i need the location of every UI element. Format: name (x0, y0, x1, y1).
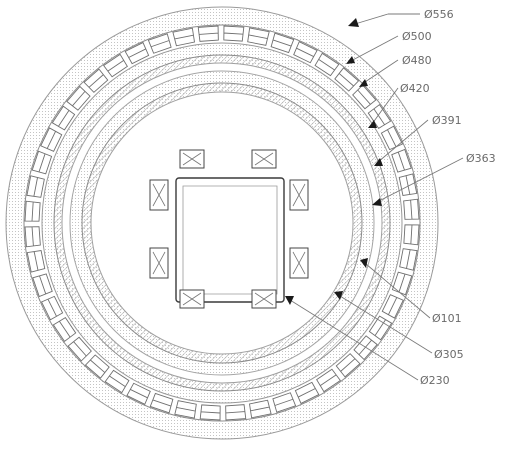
coil-segment (403, 224, 420, 246)
coil-segment (249, 399, 272, 419)
leader-lines (289, 13, 464, 381)
dim-label-480: Ø480 (402, 54, 432, 67)
coil-segment (149, 392, 174, 414)
coil-segment (104, 369, 130, 394)
coil-segment (314, 52, 340, 77)
coil-segment (172, 27, 195, 47)
coil-segment (380, 125, 404, 151)
coil-segment (102, 53, 128, 78)
dim-label-500: Ø500 (402, 30, 432, 43)
dim-label-101: Ø101 (432, 312, 462, 325)
coil-segment (368, 315, 393, 341)
dim-label-556: Ø556 (424, 8, 454, 21)
coil-segment (403, 198, 420, 220)
coil-segment (24, 226, 41, 248)
coil-segment (51, 105, 76, 131)
coil-segment (352, 84, 377, 110)
coil-segment (294, 381, 320, 405)
dim-label-420: Ø420 (400, 82, 430, 95)
coil-segment (199, 404, 221, 421)
outer-coil-segments (24, 25, 420, 421)
dim-label-363: Ø363 (466, 152, 496, 165)
coil-segment (335, 353, 361, 378)
coil-segment (147, 33, 172, 54)
coil-segment (24, 200, 41, 222)
coil-segment (126, 382, 151, 405)
coil-segment (272, 392, 297, 413)
leader-arrowheads (285, 18, 383, 305)
coil-segment (32, 273, 53, 298)
coil-segment (293, 41, 318, 64)
coil-segment (381, 294, 404, 319)
coil-segment (26, 175, 45, 198)
coil-segment (31, 150, 53, 175)
coil-segment (124, 41, 150, 65)
coil-segment (83, 68, 109, 93)
coil-segment (197, 25, 219, 42)
inner-coils (149, 149, 309, 309)
coil-segment (270, 32, 295, 54)
central-core (175, 177, 285, 303)
core-inner-outline (182, 185, 278, 295)
coil-segment (67, 336, 92, 362)
coil-segment (26, 250, 46, 273)
dim-label-230: Ø230 (420, 374, 450, 387)
coil-segment (247, 27, 270, 46)
coil-segment (84, 354, 110, 379)
coil-segment (223, 25, 245, 42)
coil-segment (391, 148, 412, 173)
coil-segment (334, 67, 360, 92)
coil-segment (174, 400, 197, 419)
coil-segment (391, 271, 413, 296)
coil-segment (316, 368, 342, 393)
coil-segment (399, 248, 418, 271)
coil-segment (66, 85, 91, 111)
dim-label-391: Ø391 (432, 114, 462, 127)
coil-segment (52, 317, 77, 343)
dim-label-305: Ø305 (434, 348, 464, 361)
coil-segment (40, 295, 64, 321)
coil-segment (225, 404, 247, 421)
coil-segment (40, 127, 63, 152)
